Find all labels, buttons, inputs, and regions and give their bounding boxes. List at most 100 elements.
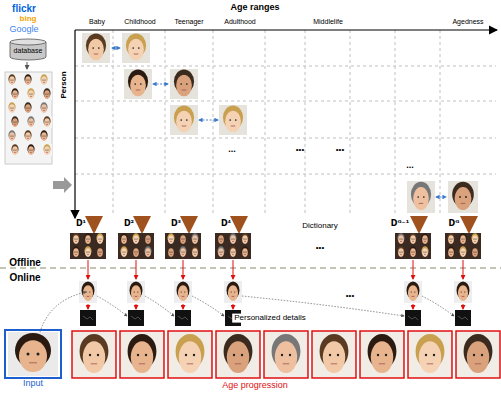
eye <box>219 251 220 252</box>
dictionary-collage <box>395 233 431 259</box>
pair-arrows <box>112 48 446 197</box>
eye <box>413 238 414 239</box>
input-arrow <box>40 292 86 332</box>
eye <box>12 107 13 108</box>
eye <box>463 251 464 252</box>
face-photo <box>170 105 198 135</box>
mouth <box>182 90 186 91</box>
face-photo <box>190 233 200 245</box>
face-photo <box>408 246 418 258</box>
photo-ground <box>74 333 114 377</box>
mouth <box>139 363 145 364</box>
eye <box>26 107 27 108</box>
face-photo <box>131 233 141 245</box>
photo-ground <box>174 281 192 303</box>
skin <box>227 341 249 373</box>
eye <box>425 354 427 356</box>
photo-ground <box>224 281 242 303</box>
photo-ground <box>71 246 81 258</box>
dictionary-collage <box>215 233 251 259</box>
eye <box>329 354 331 356</box>
photo-ground <box>448 181 478 213</box>
skin <box>145 235 151 244</box>
mouth <box>462 296 465 297</box>
photo-ground <box>23 130 33 142</box>
mouth <box>231 126 235 127</box>
age-axis <box>75 29 497 30</box>
detail-arrow <box>136 304 137 309</box>
face-photo <box>410 333 450 377</box>
eye <box>185 354 187 356</box>
mouth <box>182 296 185 297</box>
eye <box>138 47 140 49</box>
photo-ground <box>407 181 435 213</box>
face-photo <box>224 281 242 303</box>
eye <box>44 135 45 136</box>
photo-ground <box>170 105 198 135</box>
photo-ground <box>396 246 406 258</box>
eye <box>233 238 234 239</box>
eye <box>37 353 40 356</box>
eye <box>31 121 32 122</box>
face-photo <box>23 102 33 114</box>
mouth <box>87 241 89 242</box>
eye <box>26 135 27 136</box>
eye <box>29 121 30 122</box>
photo-ground <box>82 33 110 63</box>
photo-ground <box>219 105 247 135</box>
face-photo <box>170 333 210 377</box>
eye <box>181 291 182 292</box>
skin <box>419 341 441 373</box>
mouth <box>474 254 476 255</box>
photo-ground <box>266 333 306 377</box>
photo-ground <box>7 130 17 142</box>
eye <box>137 354 139 356</box>
photo-ground <box>143 233 153 245</box>
eye <box>425 251 426 252</box>
mouth <box>462 241 464 242</box>
photo-ground <box>458 246 468 258</box>
mouth <box>244 254 246 255</box>
dotted-arrow <box>422 296 454 316</box>
label: Dictionary <box>302 222 338 231</box>
eye <box>241 354 243 356</box>
skin <box>180 248 186 257</box>
skin <box>128 39 144 61</box>
mouth <box>75 254 77 255</box>
eye <box>132 47 134 49</box>
face-photo <box>407 181 435 213</box>
eye <box>245 251 246 252</box>
photo-ground <box>131 246 141 258</box>
skin <box>97 235 103 244</box>
photo-ground <box>26 144 36 156</box>
skin <box>12 118 18 127</box>
skin <box>458 285 468 301</box>
eye <box>42 79 43 80</box>
face-photo <box>362 333 402 377</box>
label: Middlelife <box>313 18 343 26</box>
eye <box>423 238 424 239</box>
online-arrow <box>233 260 234 279</box>
mouth <box>147 254 149 255</box>
mouth <box>220 254 222 255</box>
eye <box>42 107 43 108</box>
skin <box>467 341 489 373</box>
eye <box>289 354 291 356</box>
eye <box>10 135 11 136</box>
face-photo <box>82 33 110 63</box>
eye <box>377 354 379 356</box>
face-photo <box>131 246 141 258</box>
eye <box>243 251 244 252</box>
photo-ground <box>170 333 210 377</box>
mouth <box>14 152 16 153</box>
skin <box>25 104 31 113</box>
mouth <box>136 90 140 91</box>
photo-ground <box>83 246 93 258</box>
photo-ground <box>119 233 129 245</box>
label: Teenager <box>174 18 203 26</box>
mouth <box>424 254 426 255</box>
skin <box>230 235 236 244</box>
eye <box>74 238 75 239</box>
progression-frame <box>168 331 212 378</box>
eye <box>15 149 16 150</box>
